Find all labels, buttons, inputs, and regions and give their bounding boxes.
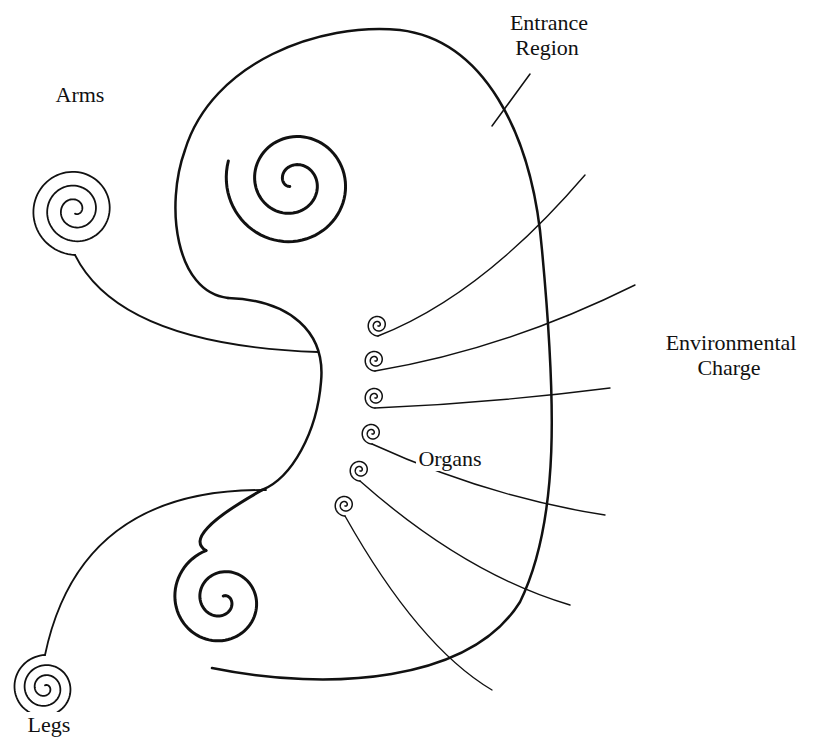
environment-line bbox=[375, 388, 610, 408]
arm-spiral bbox=[33, 172, 109, 255]
lower-spiral-tail bbox=[200, 490, 262, 551]
label-text: Organs bbox=[416, 446, 483, 471]
part-label: Legs bbox=[14, 712, 84, 737]
organ-spiral bbox=[335, 496, 352, 516]
upper-spiral bbox=[226, 137, 345, 242]
environment-line bbox=[375, 285, 635, 371]
organ-spiral bbox=[368, 316, 385, 336]
organ-spiral bbox=[362, 424, 379, 444]
part-label: Entrance Region bbox=[498, 10, 598, 61]
lower-spiral bbox=[175, 551, 257, 641]
organ-spiral bbox=[350, 461, 367, 481]
leg-line bbox=[45, 490, 266, 655]
label-text: Arms bbox=[54, 82, 107, 107]
body-outline bbox=[175, 29, 551, 679]
leader-line bbox=[492, 74, 530, 126]
label-text: Legs bbox=[26, 712, 73, 737]
label-text: Entrance Region bbox=[508, 10, 588, 60]
label-text: Environmental Charge bbox=[664, 330, 797, 380]
organ-spiral bbox=[365, 388, 382, 408]
part-label: Arms bbox=[40, 82, 120, 107]
part-label: Organs bbox=[405, 446, 495, 471]
arm-line bbox=[75, 255, 318, 352]
environment-line bbox=[360, 481, 570, 605]
body-inner-edge bbox=[228, 298, 321, 490]
organ-spiral bbox=[365, 351, 382, 371]
environment-line bbox=[378, 175, 585, 336]
environment-line bbox=[372, 444, 605, 515]
environment-line bbox=[345, 516, 492, 690]
leg-spiral bbox=[14, 655, 70, 716]
part-label: Environmental Charge bbox=[632, 330, 828, 381]
